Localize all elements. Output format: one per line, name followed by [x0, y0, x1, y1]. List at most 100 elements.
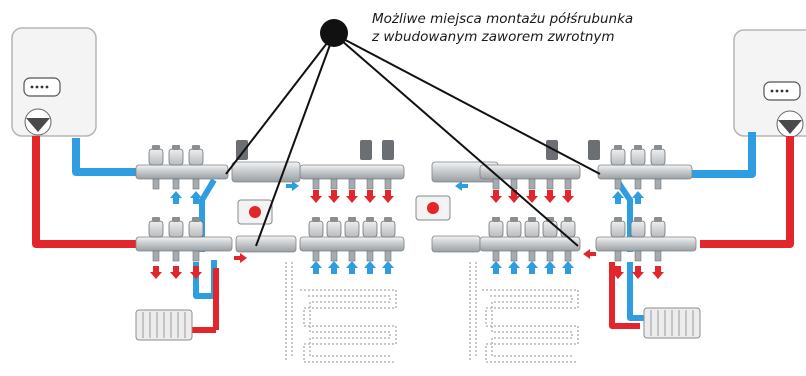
annotation-line-2: z wbudowanym zaworem zwrotnym: [372, 29, 615, 45]
flow-arrow-icon: [150, 266, 162, 279]
manifold-pipe: [597, 164, 693, 180]
valve-top: [172, 217, 180, 222]
outlet-stub: [634, 250, 642, 262]
valve-cap: [488, 220, 504, 238]
manifold-left-lower: [135, 217, 233, 262]
pump-rotor: [249, 206, 261, 218]
flow-arrow-group: [150, 181, 664, 279]
floor-loop-right: [469, 262, 579, 363]
flow-arrow-icon: [632, 266, 644, 279]
flow-arrow-icon: [346, 261, 358, 274]
outlet-stub: [348, 178, 356, 190]
floor-loop-left: [285, 262, 397, 363]
outlet-stub: [492, 250, 500, 262]
manifold-pipe: [479, 164, 581, 180]
flow-arrow-icon: [364, 190, 376, 203]
valve-cap: [326, 220, 342, 238]
valve-cap: [188, 220, 204, 238]
valve-cap: [610, 148, 626, 166]
pump-rotor: [427, 202, 439, 214]
flow-arrow-icon: [612, 191, 624, 204]
outlet-stub: [614, 178, 622, 190]
valve-top: [192, 145, 200, 150]
outlet-stub: [564, 178, 572, 190]
connector-right-lower: [431, 235, 481, 253]
valve-top: [654, 145, 662, 150]
outlet-stub: [330, 250, 338, 262]
valve-top: [330, 217, 338, 222]
valve-cap: [650, 220, 666, 238]
flow-arrow-icon: [346, 190, 358, 203]
valve-top: [510, 217, 518, 222]
flow-arrow-icon: [612, 266, 624, 279]
outlet-stub: [152, 178, 160, 190]
flow-arrow-icon: [170, 266, 182, 279]
valve-top: [614, 145, 622, 150]
valve-top: [634, 217, 642, 222]
flow-arrow-icon: [490, 261, 502, 274]
manifold-pipe: [135, 236, 233, 252]
outlet-stub: [634, 178, 642, 190]
valve-cap: [344, 220, 360, 238]
valve-cap: [380, 220, 396, 238]
flow-arrow-icon: [455, 181, 468, 191]
valve-top: [654, 217, 662, 222]
callout-line-3: [333, 33, 601, 175]
flow-arrow-icon: [544, 190, 556, 203]
radiator-left: [135, 309, 193, 341]
valve-top: [384, 217, 392, 222]
flow-arrow-icon: [328, 190, 340, 203]
manifold-pipe: [595, 236, 697, 252]
callout-lines: [225, 33, 601, 247]
outlet-stub: [348, 250, 356, 262]
valve-top: [614, 217, 622, 222]
manifold-pipe: [299, 164, 405, 180]
manifold-left-upper: [135, 145, 229, 190]
valve-top: [528, 217, 536, 222]
valve-cap: [308, 220, 324, 238]
valve-cap: [188, 148, 204, 166]
check-valve-marker-icon: [320, 19, 348, 47]
valve-top: [564, 217, 572, 222]
outlet-stub: [528, 178, 536, 190]
manifold-pipe: [135, 164, 229, 180]
callout-line-2: [255, 33, 335, 247]
flow-arrow-icon: [310, 190, 322, 203]
connector-left-lower: [235, 235, 297, 253]
valve-top: [348, 217, 356, 222]
valve-cap: [542, 220, 558, 238]
flow-arrow-icon: [234, 253, 247, 263]
outlet-stub: [312, 250, 320, 262]
flow-arrow-icon: [526, 190, 538, 203]
outlet-stub: [366, 250, 374, 262]
outlet-stub: [192, 250, 200, 262]
air-vent-icon: [382, 140, 394, 160]
flow-arrow-icon: [632, 191, 644, 204]
valve-cap: [168, 148, 184, 166]
outlet-stub: [172, 178, 180, 190]
boiler-right: [733, 29, 806, 138]
flow-arrow-icon: [190, 191, 202, 204]
outlet-stub: [384, 250, 392, 262]
flow-arrow-icon: [490, 190, 502, 203]
valve-cap: [630, 148, 646, 166]
manifold-center-left-lower: [299, 217, 405, 262]
outlet-stub: [546, 178, 554, 190]
manifold-pipe: [299, 236, 405, 252]
outlet-stub: [152, 250, 160, 262]
manifold-pipe: [479, 236, 581, 252]
outlet-stub: [330, 178, 338, 190]
flow-arrow-icon: [652, 266, 664, 279]
valve-cap: [168, 220, 184, 238]
valve-cap: [362, 220, 378, 238]
valve-top: [492, 217, 500, 222]
valve-cap: [650, 148, 666, 166]
flow-arrow-icon: [328, 261, 340, 274]
air-vent-icon: [236, 140, 248, 160]
valve-cap: [610, 220, 626, 238]
outlet-stub: [510, 250, 518, 262]
valve-top: [152, 217, 160, 222]
outlet-stub: [528, 250, 536, 262]
